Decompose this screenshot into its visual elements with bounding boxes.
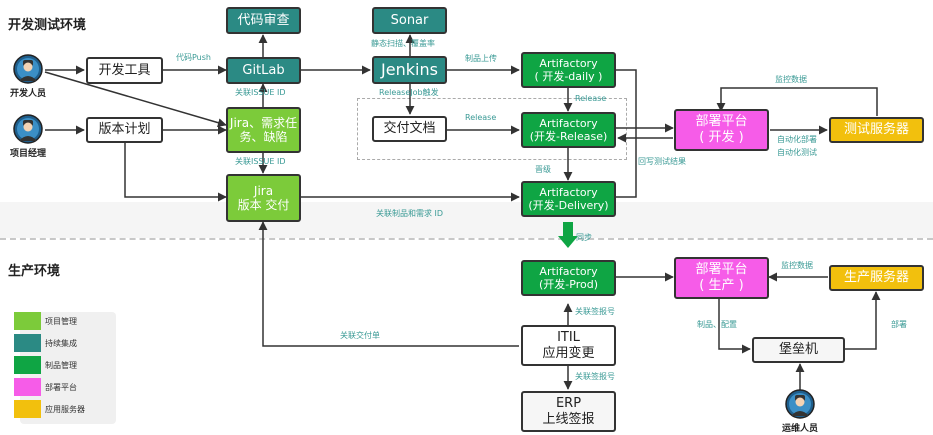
legend-item: 部署平台 <box>14 376 114 398</box>
legend-label: 制品管理 <box>45 360 77 370</box>
node-gitlab[interactable]: GitLab <box>226 57 301 84</box>
label-issue-id-1: 关联ISSUE ID <box>235 88 286 97</box>
legend-label: 应用服务器 <box>45 404 85 414</box>
legend-label: 部署平台 <box>45 382 77 392</box>
node-erp[interactable]: ERP 上线签报 <box>521 391 616 432</box>
label-static-scan: 静态扫描、覆盖率 <box>371 39 435 48</box>
label-sync: 同步 <box>576 233 592 242</box>
label-code-push: 代码Push <box>176 53 211 62</box>
node-jira-release[interactable]: Jira 版本 交付 <box>226 174 301 222</box>
legend-swatch <box>14 400 41 418</box>
label-artifact-upload: 制品上传 <box>465 54 497 63</box>
dev-env-band <box>0 202 933 238</box>
label-sign-no-2: 关联签报号 <box>575 372 615 381</box>
edge-testserver-monitor <box>716 87 878 116</box>
legend-item: 制品管理 <box>14 354 114 376</box>
node-bastion[interactable]: 堡垒机 <box>752 337 845 363</box>
node-jenkins[interactable]: Jenkins <box>372 56 447 84</box>
person-label: 项目经理 <box>9 149 46 159</box>
legend-item: 应用服务器 <box>14 398 114 420</box>
legend-swatch <box>14 356 41 374</box>
section-title-production: 生产环境 <box>8 264 61 279</box>
legend-swatch <box>14 334 41 352</box>
section-title-dev-test: 开发测试环境 <box>8 18 87 33</box>
node-artifactory-daily[interactable]: Artifactory ( 开发-daily ) <box>521 52 616 88</box>
person-ops: 运维人员 <box>765 389 835 434</box>
legend-label: 持续集成 <box>45 338 77 348</box>
label-link-artifact-req: 关联制品和需求 ID <box>376 209 444 218</box>
label-auto-deploy: 自动化部署 <box>777 135 817 144</box>
label-release-2: Release <box>465 113 497 122</box>
node-code-review[interactable]: 代码审查 <box>226 7 301 34</box>
node-dev-tools[interactable]: 开发工具 <box>86 57 163 84</box>
legend: 项目管理持续集成制品管理部署平台应用服务器 <box>14 310 114 422</box>
legend-item: 持续集成 <box>14 332 114 354</box>
legend-item: 项目管理 <box>14 310 114 332</box>
edge-deploy-bastion <box>718 298 751 354</box>
release-group-boundary <box>357 98 627 160</box>
label-link-delivery: 关联交付单 <box>340 331 380 340</box>
node-itil[interactable]: ITIL 应用变更 <box>521 325 616 366</box>
node-jira-tasks[interactable]: Jira、需求任 务、缺陷 <box>226 107 301 153</box>
person-label: 开发人员 <box>9 89 46 99</box>
node-artifactory-prod[interactable]: Artifactory (开发-Prod) <box>521 260 616 296</box>
label-auto-test: 自动化测试 <box>777 148 817 157</box>
node-delivery-doc[interactable]: 交付文档 <box>372 116 447 142</box>
label-issue-id-2: 关联ISSUE ID <box>235 157 286 166</box>
label-monitor-prod: 监控数据 <box>781 261 813 270</box>
node-version-plan[interactable]: 版本计划 <box>86 117 163 143</box>
node-artifactory-delivery[interactable]: Artifactory (开发-Delivery) <box>521 181 616 217</box>
node-test-server[interactable]: 测试服务器 <box>829 117 924 143</box>
edge-itil-jira <box>258 221 519 347</box>
sync-arrow <box>558 222 578 248</box>
legend-swatch <box>14 312 41 330</box>
edge-daily-bus <box>616 69 637 198</box>
person-avatar-icon <box>13 114 43 144</box>
label-artifact-config: 制品、配置 <box>697 320 737 329</box>
label-release-job: ReleaseJob触发 <box>379 88 439 97</box>
node-deploy-platform-prod[interactable]: 部署平台 ( 生产 ) <box>674 257 769 299</box>
label-write-back: 回写测试结果 <box>638 157 686 166</box>
person-label: 运维人员 <box>781 424 818 434</box>
person-avatar-icon <box>785 389 815 419</box>
person-avatar-icon <box>13 54 43 84</box>
edge-plan-jira-release <box>124 143 227 202</box>
label-sign-no-1: 关联签报号 <box>575 307 615 316</box>
environment-separator <box>0 238 933 240</box>
node-artifactory-release[interactable]: Artifactory (开发-Release) <box>521 112 616 148</box>
label-monitor-dev: 监控数据 <box>775 75 807 84</box>
label-promote: 晋级 <box>535 165 551 174</box>
legend-label: 项目管理 <box>45 316 77 326</box>
person-developer: 开发人员 <box>0 54 63 99</box>
legend-swatch <box>14 378 41 396</box>
edge-developer-jira <box>44 71 227 128</box>
label-deploy: 部署 <box>891 320 907 329</box>
person-project-manager: 项目经理 <box>0 114 63 159</box>
node-prod-server[interactable]: 生产服务器 <box>829 265 924 291</box>
node-deploy-platform-dev[interactable]: 部署平台 ( 开发 ) <box>674 109 769 151</box>
edge-bastion-prodserver <box>845 291 881 350</box>
node-sonar[interactable]: Sonar <box>372 7 447 34</box>
label-release-1: Release <box>575 94 607 103</box>
